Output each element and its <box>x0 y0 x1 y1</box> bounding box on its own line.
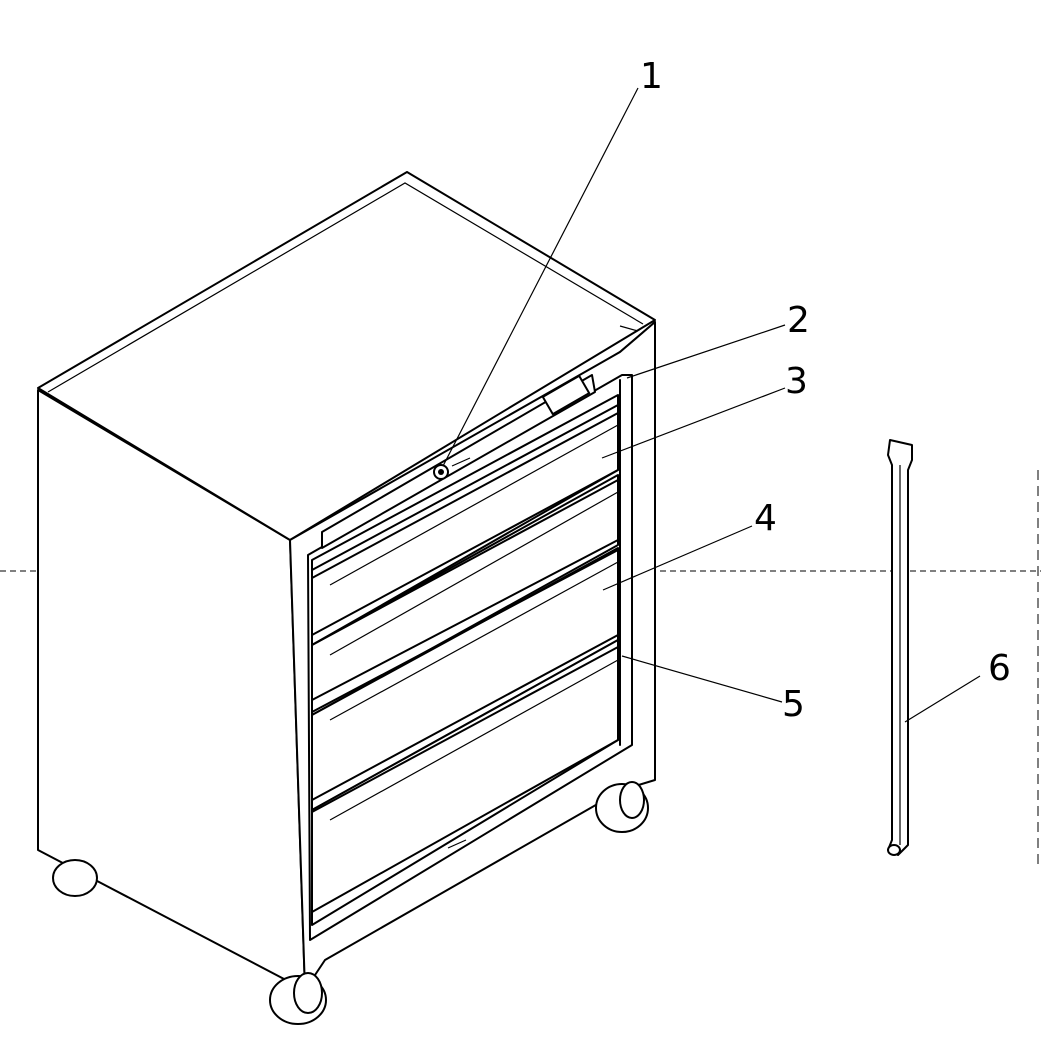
drawer-3 <box>311 539 619 811</box>
slide-bar-part <box>887 439 913 856</box>
callout-6: 6 <box>988 648 1011 689</box>
leader-line-1 <box>442 87 639 467</box>
caster-front-left <box>269 972 327 1025</box>
callout-4: 4 <box>754 498 777 539</box>
cabinet-top <box>37 171 656 541</box>
leader-line-3 <box>601 387 786 459</box>
caster-rear-left <box>52 859 98 897</box>
callout-2: 2 <box>787 300 810 341</box>
drawer-2 <box>311 469 619 716</box>
top-lock-strip <box>321 374 596 549</box>
callout-3: 3 <box>785 361 808 402</box>
leader-line-2 <box>626 324 786 379</box>
callout-1: 1 <box>640 56 663 97</box>
callout-5: 5 <box>782 684 805 725</box>
tool-cabinet <box>37 171 656 1025</box>
leader-line-6 <box>904 675 981 723</box>
drawer-4 <box>311 634 619 926</box>
leader-line-4 <box>602 525 753 591</box>
caster-front-right <box>595 781 649 833</box>
leader-line-5 <box>621 655 783 703</box>
